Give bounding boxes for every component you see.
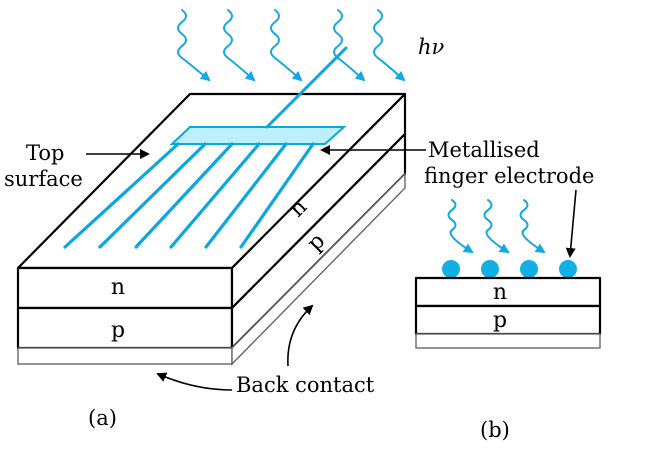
top-surface-label-line2: surface (4, 167, 83, 191)
light-ray-1 (177, 9, 211, 82)
solar-cell-block-a: n p n p (16, 46, 407, 366)
b-n-label: n (493, 280, 507, 305)
back-contact-arrow-up (287, 304, 314, 367)
electrode-dot-3 (520, 260, 538, 278)
b-p-label: p (493, 308, 507, 333)
back-contact-label: Back contact (236, 373, 375, 397)
back-contact-front (17, 347, 233, 365)
finger-2 (98, 142, 207, 249)
electrode-dot-4 (559, 260, 577, 278)
front-n-label: n (111, 275, 125, 300)
electrode-dot-1 (442, 260, 460, 278)
light-ray-b2 (483, 199, 510, 254)
finger-4 (169, 142, 261, 249)
light-ray-5 (373, 9, 406, 82)
b-back-contact (415, 333, 601, 349)
finger-electrode-label-line2: finger electrode (424, 164, 594, 188)
light-ray-2 (223, 9, 256, 82)
finger-electrode-a (63, 46, 348, 249)
b-n-layer (414, 276, 602, 308)
caption-a: (a) (88, 406, 117, 430)
back-contact-side (231, 172, 406, 366)
caption-b: (b) (480, 418, 510, 442)
light-ray-b1 (447, 199, 474, 254)
light-waves-a (177, 9, 406, 82)
finger-5 (204, 142, 288, 249)
electrode-dot-2 (481, 260, 499, 278)
electrode-bus-bar (169, 126, 347, 145)
light-ray-4 (333, 9, 366, 82)
light-ray-3 (270, 9, 303, 82)
finger-electrode-label-line1: Metallised (428, 138, 540, 162)
top-surface-label-line1: Top (26, 141, 64, 165)
light-ray-b3 (519, 199, 546, 254)
photon-label: hν (418, 35, 445, 59)
finger-6 (239, 142, 315, 249)
finger-1 (63, 142, 180, 249)
solar-cell-cross-section-b: n p (414, 199, 602, 349)
back-contact-arrow-left (156, 372, 233, 391)
electrode-lead (265, 46, 348, 129)
b-p-layer (414, 304, 602, 336)
finger-electrode-arrow-b (565, 189, 577, 258)
front-p-label: p (111, 318, 125, 343)
finger-3 (134, 142, 234, 249)
